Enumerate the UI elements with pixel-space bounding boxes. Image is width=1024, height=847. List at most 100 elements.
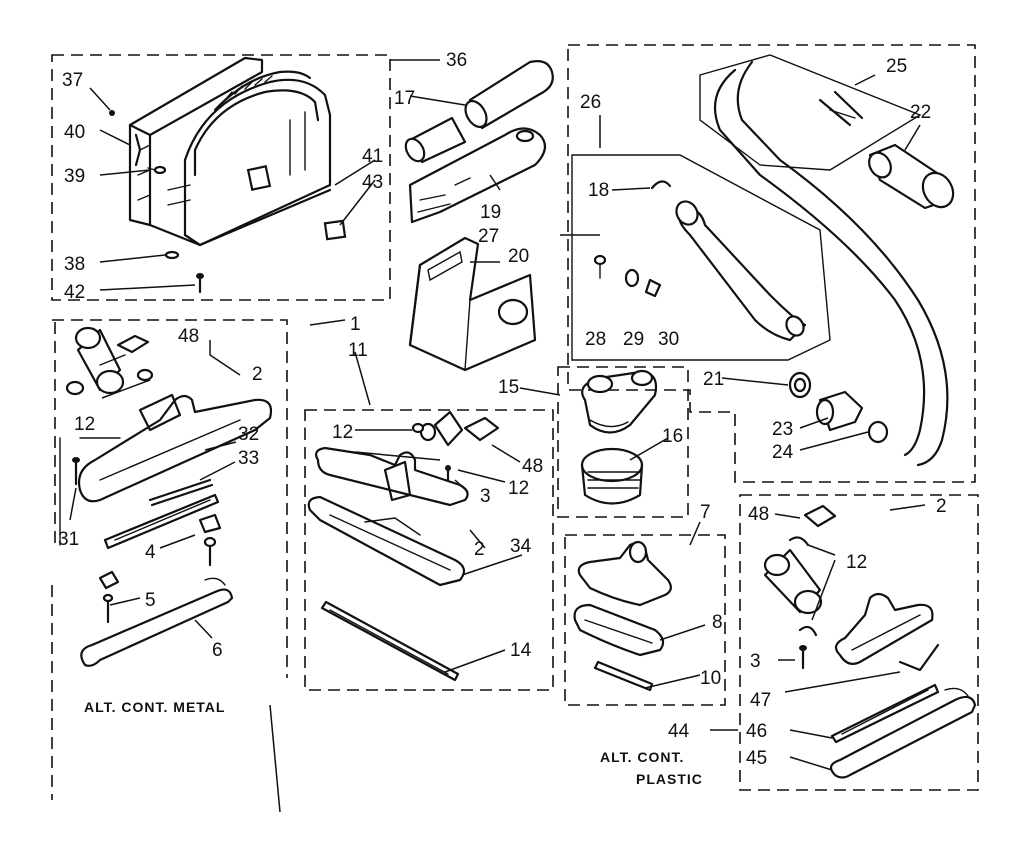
callout-45: 45 — [746, 748, 767, 769]
callout-34: 34 — [510, 536, 532, 557]
group-box-7 — [564, 534, 726, 706]
screw-3-mid-part — [445, 465, 451, 482]
caption-alt-cont-plastic-2: PLASTIC — [636, 771, 703, 787]
callout-5: 5 — [145, 590, 156, 611]
screw-37-part — [109, 110, 115, 116]
callout-37: 37 — [62, 70, 83, 91]
callout-21: 21 — [703, 369, 724, 390]
strip-33-part — [148, 478, 214, 507]
brush-strip-14-part — [320, 600, 460, 682]
bumper-6-part — [80, 577, 234, 667]
callout-15: 15 — [498, 377, 519, 398]
wand-17-part — [404, 60, 554, 164]
callout-24: 24 — [772, 442, 794, 463]
brush-strip-46-part — [830, 683, 940, 744]
group-box-26 — [571, 154, 831, 361]
callout-40: 40 — [64, 122, 85, 143]
callout-4: 4 — [145, 542, 156, 563]
group-box-25 — [699, 54, 922, 171]
ring-21-part — [788, 371, 812, 399]
callout-47: 47 — [750, 690, 771, 711]
wire-47-part — [898, 643, 940, 672]
callout-27: 27 — [478, 226, 499, 247]
screw-39-part — [147, 165, 167, 175]
callout-28: 28 — [585, 329, 606, 350]
coupler-23-part — [815, 390, 864, 432]
group-box-36 — [51, 54, 391, 301]
callout-18: 18 — [588, 180, 609, 201]
floor-nozzle-34-bottom-part — [307, 495, 466, 587]
group-box-11 — [304, 409, 554, 691]
callout-23: 23 — [772, 419, 793, 440]
group-box-2-right — [739, 494, 979, 791]
group-box-1 — [52, 319, 288, 678]
leader-lines — [69, 59, 926, 813]
floor-nozzle-2-left-part — [77, 393, 273, 503]
callout-41: 41 — [362, 146, 383, 167]
floor-nozzle-34-top-part — [315, 446, 469, 507]
callout-26: 26 — [580, 92, 601, 113]
callout-48-mid: 48 — [522, 456, 543, 477]
ring-24-part — [867, 420, 889, 444]
group-box-15 — [557, 366, 689, 518]
clip-5-part — [98, 570, 120, 590]
callout-17: 17 — [394, 88, 415, 109]
callout-22: 22 — [910, 102, 931, 123]
callout-11: 11 — [348, 340, 368, 361]
callout-16: 16 — [662, 426, 683, 447]
callout-33: 33 — [238, 448, 259, 469]
callout-12-mid: 12 — [332, 422, 353, 443]
clip-18-part — [650, 180, 672, 190]
clip-48-mid-part — [463, 416, 500, 442]
callout-38: 38 — [64, 254, 85, 275]
clip-4-part — [198, 513, 222, 534]
clip-40-part — [134, 133, 142, 167]
screw-42-part — [196, 273, 204, 294]
ring-left-part — [65, 368, 154, 396]
callout-7: 7 — [700, 502, 711, 523]
callout-12-mid-2: 12 — [508, 478, 529, 499]
callout-42: 42 — [64, 282, 85, 303]
coupler-12-right-part — [763, 536, 823, 637]
cuff-22-part — [868, 143, 955, 210]
callout-39: 39 — [64, 166, 85, 187]
callout-10: 10 — [700, 668, 721, 689]
nozzle-19-part — [408, 127, 547, 224]
screw-31-part — [72, 457, 80, 486]
callout-2-left: 2 — [252, 364, 263, 385]
callout-48-right: 48 — [748, 504, 769, 525]
callout-30: 30 — [658, 329, 679, 350]
container-housing-part — [128, 56, 332, 247]
callout-3-mid: 3 — [480, 486, 491, 507]
callout-48-left: 48 — [178, 326, 199, 347]
callout-32: 32 — [238, 424, 259, 445]
callout-36: 36 — [446, 50, 467, 71]
callout-43: 43 — [362, 172, 383, 193]
coupler-12-mid-part — [411, 410, 464, 447]
callout-8: 8 — [712, 612, 723, 633]
callout-25: 25 — [886, 56, 907, 77]
handle-26-part — [675, 200, 807, 342]
screw-3-right-part — [799, 645, 807, 670]
callout-31: 31 — [58, 529, 79, 550]
screw-4-part — [203, 536, 217, 567]
nut-30-part — [644, 278, 662, 298]
callout-12-left: 12 — [74, 414, 95, 435]
dusting-brush-15-part — [581, 369, 658, 434]
caption-alt-cont-metal: ALT. CONT. METAL — [84, 699, 225, 715]
callout-2-right: 2 — [936, 496, 947, 517]
clip-48-left-part — [116, 334, 150, 354]
callout-labels: 37 40 39 38 42 41 43 36 17 19 27 20 26 2… — [58, 50, 947, 769]
upholstery-brush-8-part — [573, 603, 665, 657]
callout-20: 20 — [508, 246, 529, 267]
screw-28-part — [593, 254, 607, 279]
hose-25-part — [713, 60, 949, 467]
upholstery-nozzle-7-part — [577, 540, 672, 607]
screw-5-part — [102, 593, 114, 624]
callout-1: 1 — [350, 314, 361, 335]
callout-19: 19 — [480, 202, 501, 223]
latch-41-part — [323, 219, 347, 241]
brush-16-part — [580, 447, 644, 505]
callout-29: 29 — [623, 329, 644, 350]
clip-48-right-part — [803, 504, 837, 528]
